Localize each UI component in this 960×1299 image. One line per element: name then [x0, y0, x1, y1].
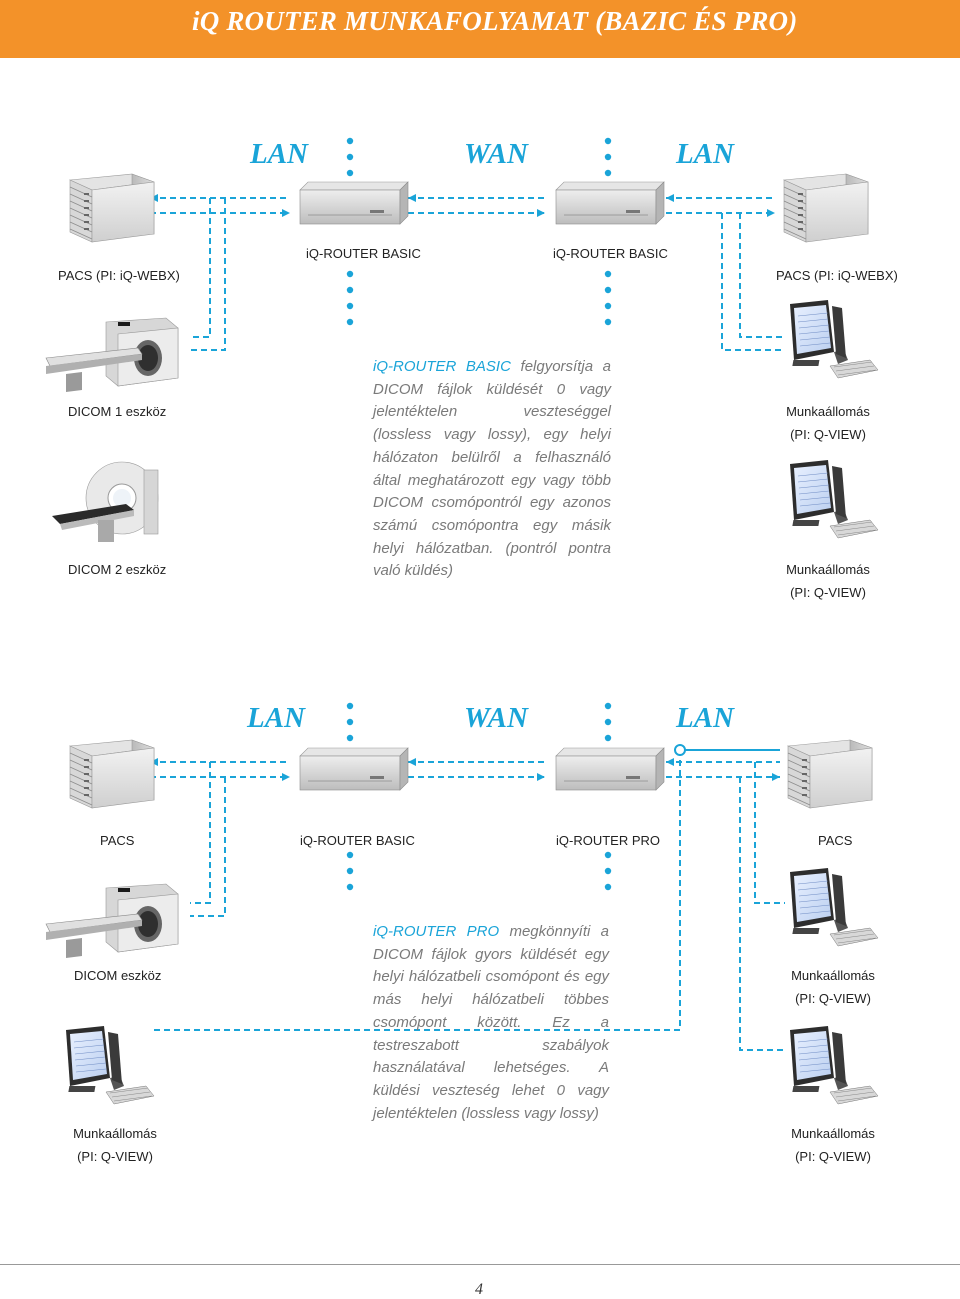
basic-description-text: felgyorsítja a DICOM fájlok küldését 0 v… [373, 358, 611, 580]
workstation-left-pi: (PI: Q-VIEW) [77, 1149, 153, 1164]
pacs-left-label-2: PACS [100, 833, 135, 848]
workstation-right-1-pi: (PI: Q-VIEW) [795, 991, 871, 1006]
router-right-label: iQ-ROUTER BASIC [553, 246, 668, 261]
network-label-lan-left: LAN [250, 138, 308, 170]
dicom-device-1-label: DICOM 1 eszköz [68, 404, 167, 419]
network-label-lan-right-2: LAN [676, 702, 734, 734]
dicom-device-label-2: DICOM eszköz [74, 968, 162, 983]
basic-description-highlight: iQ-ROUTER BASIC [373, 358, 511, 375]
router-basic-label-2: iQ-ROUTER BASIC [300, 833, 415, 848]
network-label-wan: WAN [464, 138, 528, 170]
router-left-label: iQ-ROUTER BASIC [306, 246, 421, 261]
network-label-lan-right: LAN [676, 138, 734, 170]
network-label-lan-left-2: LAN [247, 702, 305, 734]
page-number: 4 [475, 1281, 483, 1298]
page-title: iQ ROUTER MUNKAFOLYAMAT (BAZIC ÉS PRO) [192, 6, 798, 36]
pacs-right-label-2: PACS [818, 833, 853, 848]
workstation-right-2-pi: (PI: Q-VIEW) [795, 1149, 871, 1164]
workstation-1-label: Munkaállomás [786, 404, 870, 419]
pro-description-text: megkönnyíti a DICOM fájlok gyors küldésé… [373, 923, 609, 1122]
router-pro-label: iQ-ROUTER PRO [556, 833, 660, 848]
pacs-right-label: PACS (PI: iQ-WEBX) [776, 268, 898, 283]
pro-description-highlight: iQ-ROUTER PRO [373, 923, 500, 940]
workstation-right-2-label: Munkaállomás [791, 1126, 875, 1141]
workstation-1-pi: (PI: Q-VIEW) [790, 427, 866, 442]
dicom-device-2-label: DICOM 2 eszköz [68, 562, 167, 577]
workstation-2-label: Munkaállomás [786, 562, 870, 577]
network-label-wan-2: WAN [464, 702, 528, 734]
workstation-left-label: Munkaállomás [73, 1126, 157, 1141]
pro-description: iQ-ROUTER PRO megkönnyíti a DICOM fájlok… [373, 921, 609, 1125]
workstation-right-1-label: Munkaállomás [791, 968, 875, 983]
pacs-left-label: PACS (PI: iQ-WEBX) [58, 268, 180, 283]
workstation-2-pi: (PI: Q-VIEW) [790, 585, 866, 600]
footer-divider [0, 1264, 960, 1265]
header-bar [0, 0, 960, 58]
basic-description: iQ-ROUTER BASIC felgyorsítja a DICOM fáj… [373, 356, 611, 583]
